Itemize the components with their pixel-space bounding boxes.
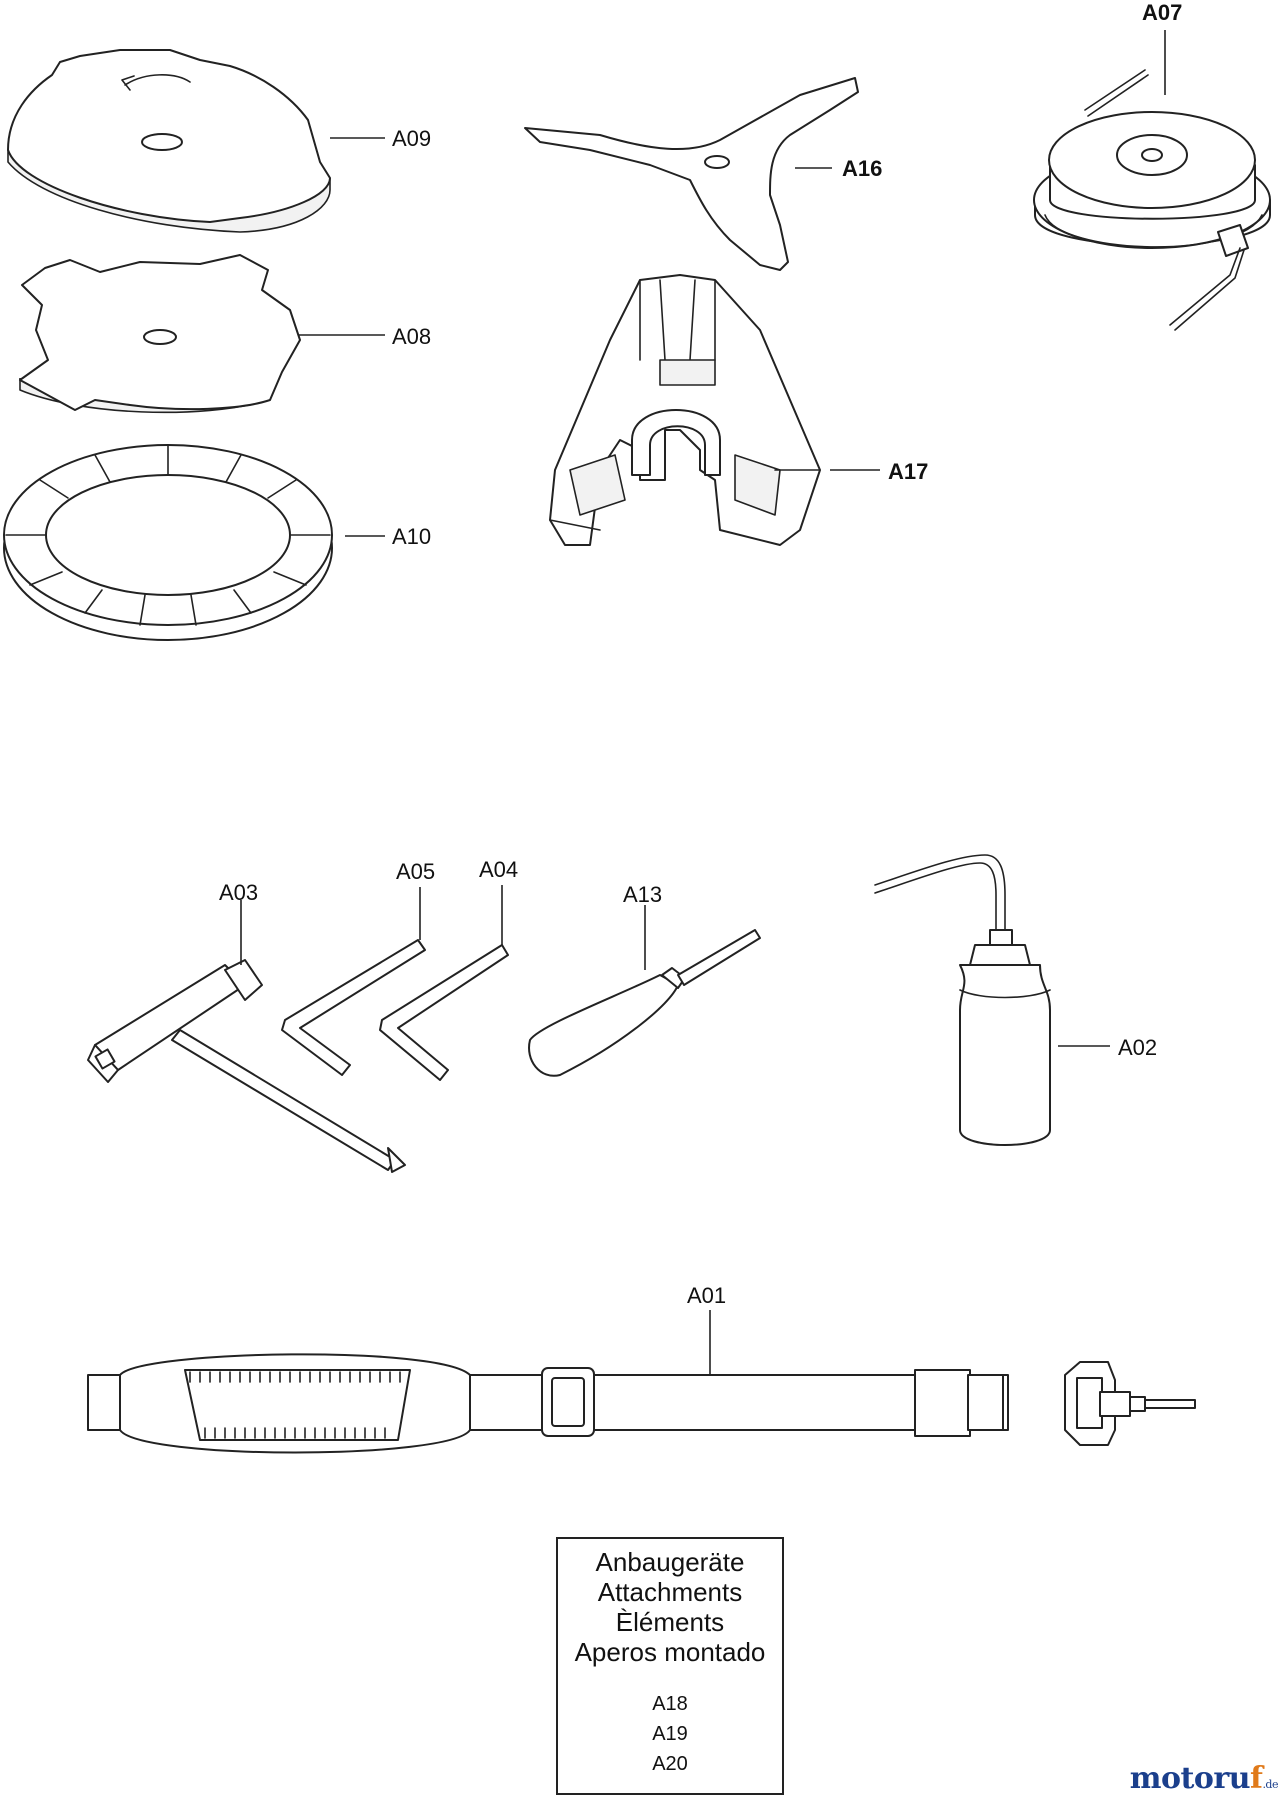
part-a09-blade: A09 — [7, 49, 431, 233]
title-code-a20: A20 — [652, 1753, 688, 1775]
label-a05: A05 — [396, 859, 435, 884]
title-line-fr: Èléments — [615, 1607, 725, 1637]
part-a17-guard: A17 — [549, 274, 928, 546]
label-a16: A16 — [842, 156, 882, 181]
title-line-de: Anbaugeräte — [595, 1547, 745, 1577]
watermark-logo: motoruf.de — [1129, 1761, 1279, 1796]
part-a07-trimmer-head: A07 — [1033, 0, 1271, 331]
watermark-accent: f — [1250, 1761, 1263, 1796]
label-a04: A04 — [479, 857, 518, 882]
label-a07: A07 — [1142, 0, 1182, 25]
label-a03: A03 — [219, 880, 258, 905]
watermark-suffix: .de — [1262, 1778, 1278, 1791]
title-box: Anbaugeräte Attachments Èléments Aperos … — [556, 1537, 784, 1795]
part-a01-strap: A01 — [87, 1283, 1196, 1454]
label-a13: A13 — [623, 882, 662, 907]
title-line-en: Attachments — [597, 1577, 743, 1607]
part-a16-blade: A16 — [524, 77, 882, 271]
part-a04-hex-key: A04 — [379, 857, 518, 1081]
part-a08-blade: A08 — [19, 254, 431, 414]
label-a08: A08 — [392, 324, 431, 349]
part-a10-ring: A10 — [3, 444, 431, 641]
label-a10: A10 — [392, 524, 431, 549]
part-a13-screwdriver: A13 — [528, 882, 761, 1077]
label-a02: A02 — [1118, 1035, 1157, 1060]
part-a03-wrench: A03 — [87, 880, 406, 1173]
title-code-a19: A19 — [652, 1723, 688, 1745]
title-line-es: Aperos montado — [574, 1637, 766, 1667]
label-a01: A01 — [687, 1283, 726, 1308]
part-a05-hex-key: A05 — [281, 859, 435, 1076]
part-a02-bottle: A02 — [874, 854, 1157, 1146]
title-code-a18: A18 — [652, 1693, 688, 1715]
watermark-main: motoru — [1129, 1761, 1251, 1796]
label-a17: A17 — [888, 459, 928, 484]
label-a09: A09 — [392, 126, 431, 151]
